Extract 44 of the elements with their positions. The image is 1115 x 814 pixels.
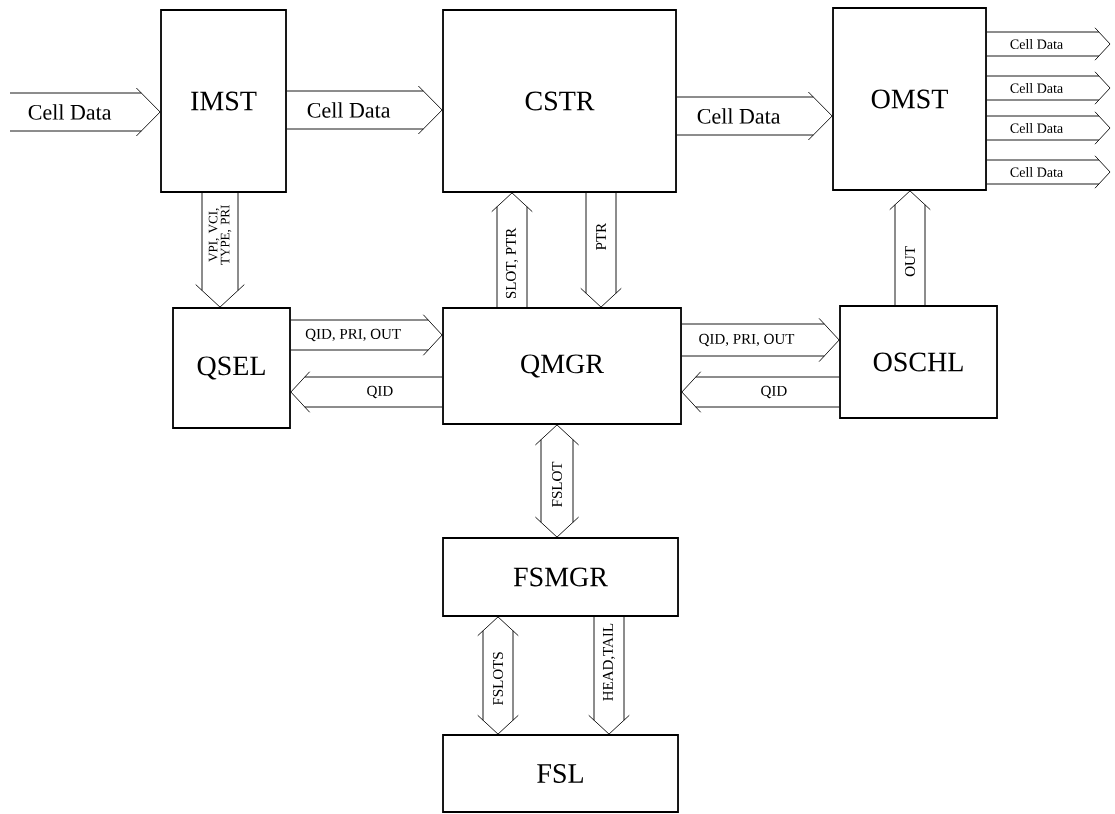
bus-arrow [195, 192, 245, 308]
edge-label: QID [367, 385, 393, 399]
bus-arrow [491, 192, 533, 308]
edge-label: Cell Data [1010, 123, 1063, 133]
edge-label: Cell Data [697, 108, 781, 124]
edge-label: QID, PRI, OUT [305, 328, 401, 342]
block-box: OSCHL [839, 305, 998, 419]
bus-arrow [681, 371, 840, 413]
block-box: QMGR [442, 307, 682, 425]
edge-label: Cell Data [307, 102, 391, 118]
block-box: QSEL [172, 307, 291, 429]
bus-arrow [676, 91, 833, 141]
bus-arrow [889, 190, 931, 306]
bus-arrow [286, 85, 443, 135]
bus-arrow [477, 616, 519, 735]
edge-label: VPI, VCI, TYPE, PRI [208, 205, 232, 265]
edge-label: HEAD,TAIL [602, 623, 616, 701]
bus-arrow [290, 314, 443, 356]
bus-arrow [534, 424, 580, 538]
block-box: FSL [442, 734, 679, 813]
edge-label: SLOT, PTR [505, 227, 519, 299]
edge-label: Cell Data [28, 104, 112, 120]
bus-arrow [986, 155, 1111, 189]
bus-arrow [580, 192, 622, 308]
bus-arrow [588, 616, 630, 735]
edge-label: Cell Data [1010, 83, 1063, 93]
bus-arrow [986, 71, 1111, 105]
bus-arrow [290, 371, 443, 413]
bus-arrow [986, 27, 1111, 61]
bus-arrow [681, 317, 840, 363]
block-box: IMST [160, 9, 287, 193]
edge-label: FSLOT [551, 461, 563, 507]
edge-label: OUT [905, 246, 916, 277]
edge-label: PTR [596, 222, 606, 250]
block-box: OMST [832, 7, 987, 191]
bus-arrow [986, 111, 1111, 145]
block-box: FSMGR [442, 537, 679, 617]
bus-arrow [9, 87, 161, 137]
edge-label: FSLOTS [492, 652, 504, 706]
edge-label: Cell Data [1010, 167, 1063, 177]
block-box: CSTR [442, 9, 677, 193]
edge-label: QID, PRI, OUT [699, 333, 795, 347]
edge-label: Cell Data [1010, 39, 1063, 49]
edge-label: QID [761, 385, 787, 399]
